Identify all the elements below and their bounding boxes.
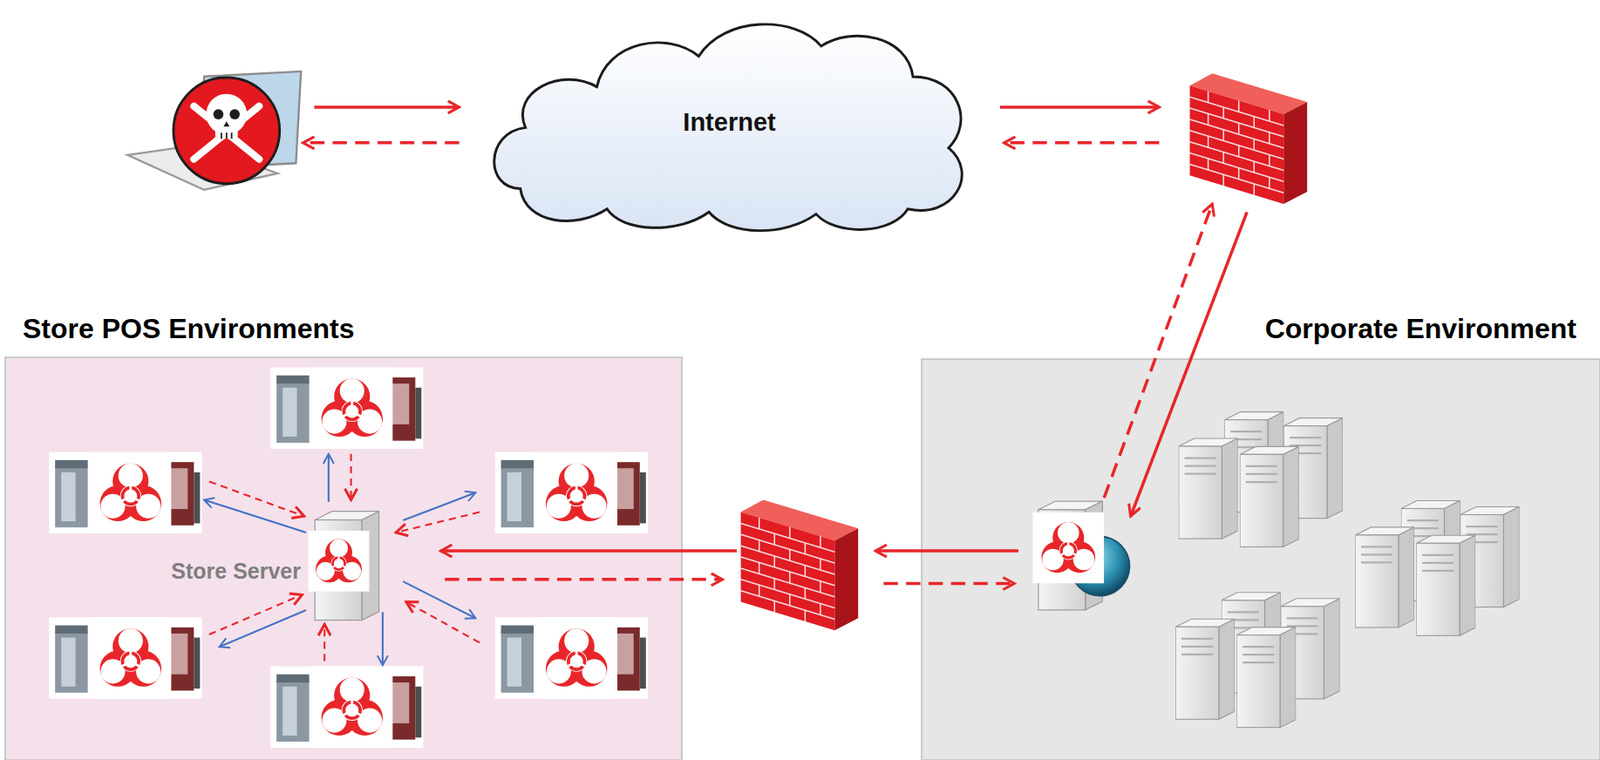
- attack-arrow: [313, 105, 459, 109]
- infected-pos-terminal: [270, 666, 424, 749]
- region-heading: Store POS Environments: [5, 312, 682, 346]
- infected-corporate-server: [1032, 512, 1104, 585]
- infected-store-server: [307, 531, 369, 593]
- server-cluster: [1175, 619, 1235, 720]
- infected-pos-terminal: [535, 617, 618, 700]
- environment-panel: [5, 357, 1600, 760]
- infected-pos-terminal: [495, 617, 649, 700]
- infected-pos-terminal: [89, 617, 172, 700]
- pos-spoke-arrow: [209, 454, 480, 662]
- attack-arrow: [1000, 105, 1160, 109]
- server-cluster: [1416, 535, 1476, 636]
- attacker-laptop: [127, 71, 301, 191]
- attack-arrow: [883, 582, 1015, 586]
- server-cluster: [1175, 412, 1519, 729]
- pos-spoke-arrow: [350, 454, 353, 501]
- firewall-icon: [741, 500, 859, 632]
- corporate-panel: Corporate Environment: [921, 359, 1600, 760]
- server-cluster: [1178, 438, 1239, 539]
- infected-store-server: [307, 511, 379, 621]
- attacker-laptop: [223, 121, 230, 127]
- attack-arrow: [1130, 211, 1247, 517]
- attacker-laptop: [173, 77, 280, 184]
- environment-panel: [921, 359, 1600, 760]
- server-cluster: [1354, 527, 1415, 628]
- pos-spoke-arrow: [209, 594, 302, 635]
- pos-spoke-arrow: [402, 581, 476, 619]
- pos-spoke-arrow: [381, 612, 384, 666]
- infected-corporate-server: [1032, 501, 1130, 611]
- environment-panel: [5, 357, 682, 760]
- infected-pos-terminal: [495, 452, 649, 535]
- pos-spoke-arrow: [209, 481, 305, 517]
- server-cluster: [1236, 627, 1296, 729]
- infected-pos-terminal: [311, 666, 394, 749]
- infected-pos-terminal: [270, 367, 424, 450]
- attack-arrow: [444, 578, 722, 582]
- infected-pos-terminal: [48, 617, 203, 700]
- attacker-laptop: [225, 132, 228, 139]
- store-server-label: Store Server: [167, 556, 305, 586]
- infected-pos-terminal: [89, 452, 172, 535]
- firewall-icon: [1190, 73, 1308, 205]
- attacker-laptop: [220, 132, 223, 139]
- attack-arrow: [303, 141, 460, 145]
- pos-spoke-arrow: [219, 610, 307, 647]
- attack-arrow: [1103, 204, 1212, 498]
- pos-spoke-arrow: [395, 512, 480, 533]
- pos-spoke-arrow: [406, 602, 480, 644]
- server-cluster: [1239, 446, 1300, 547]
- pos-spoke-arrow: [327, 454, 330, 503]
- internet-cloud: Internet: [479, 10, 980, 235]
- server-label: Store Server: [170, 558, 301, 585]
- store-pos-panel: Store POS EnvironmentsStore Server: [5, 357, 682, 760]
- infected-pos-terminal: [311, 367, 394, 450]
- attack-arrow: [875, 549, 1019, 553]
- cloud-label: Internet: [682, 107, 776, 138]
- infected-pos-terminal: [48, 367, 648, 749]
- attack-arrow: [441, 549, 737, 553]
- attacker-laptop: [213, 108, 225, 120]
- cloud-outline: [494, 24, 962, 232]
- pos-spoke-arrow: [323, 624, 326, 661]
- region-heading: Corporate Environment: [921, 312, 1600, 346]
- attacker-laptop: [231, 132, 233, 139]
- pos-spoke-arrow: [204, 500, 307, 533]
- infected-pos-terminal: [48, 452, 203, 535]
- attacker-laptop: [229, 108, 240, 120]
- infected-pos-terminal: [535, 452, 618, 535]
- attack-arrow: [1004, 141, 1160, 145]
